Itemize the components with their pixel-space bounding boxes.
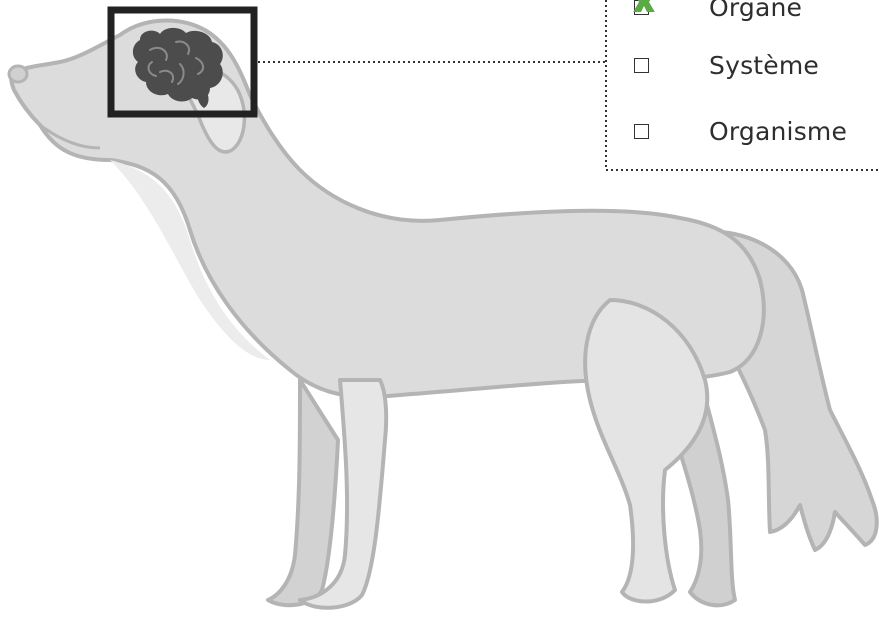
brain-icon — [132, 27, 223, 108]
dog-near-front-leg — [298, 378, 389, 610]
dog-near-hind-leg — [583, 298, 710, 604]
option-label-organisme: Organisme — [709, 116, 848, 146]
dog-nose — [7, 64, 29, 84]
option-organe[interactable]: Organe — [606, 0, 879, 32]
focus-box — [107, 6, 258, 118]
checkbox-systeme[interactable] — [634, 57, 649, 73]
option-label-organe: Organe — [709, 0, 803, 22]
option-systeme[interactable]: Système — [606, 40, 879, 90]
option-label-systeme: Système — [709, 50, 820, 80]
check-x-icon — [633, 0, 655, 12]
dog-far-front-leg — [266, 378, 340, 608]
option-organisme[interactable]: Organisme — [606, 106, 879, 156]
checkbox-organisme[interactable] — [634, 123, 649, 139]
answer-options: Organe Système Organisme — [606, 0, 879, 170]
dog-chest — [110, 160, 270, 360]
dog-mouth — [39, 123, 101, 150]
